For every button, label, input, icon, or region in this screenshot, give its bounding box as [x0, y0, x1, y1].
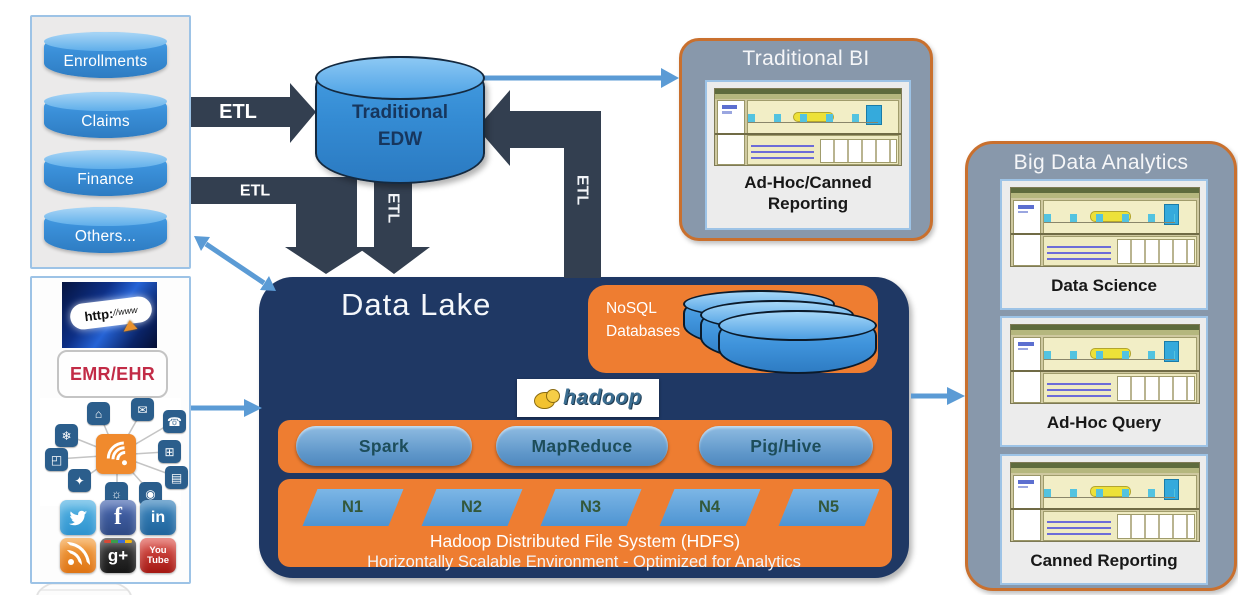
bi-card-label: Ad-Hoc/Canned Reporting: [744, 173, 872, 214]
nosql-databases-box: NoSQL Databases: [588, 285, 878, 374]
etl-arrow-sources-to-lake: [186, 177, 368, 274]
hdfs-label: Hadoop Distributed File System (HDFS): [429, 531, 741, 551]
youtube-glyph-line1: You: [149, 545, 167, 556]
linkedin-icon: in: [140, 500, 176, 535]
analytics-card-canned-reporting: Canned Reporting: [1000, 454, 1208, 585]
google-plus-icon: g+: [100, 538, 136, 573]
device-snowflake-icon: ▤: [165, 466, 188, 489]
data-lake-box: Data Lake NoSQL Databases hadoop Spark M…: [259, 277, 909, 578]
youtube-glyph-line2: Tube: [147, 554, 169, 566]
analytics-screenshot: [1010, 324, 1200, 404]
iot-hub: [95, 434, 148, 483]
emr-ehr-label: EMR/EHR: [69, 363, 156, 384]
analytics-card-data-science: Data Science: [1000, 179, 1208, 310]
new-data-sources-panel: http://www EMR/EHR ⌂ ✉ ☎ ❄ ⊞ ◰ ▤ ✦ ☼: [30, 276, 191, 584]
etl-arrow-edw-to-lake: [357, 168, 430, 274]
device-fridge-icon: ◰: [45, 448, 68, 471]
etl-arrow-sources-to-edw: [186, 83, 316, 143]
hadoop-logo: hadoop: [517, 379, 659, 417]
db-label: Enrollments: [63, 53, 148, 70]
traditional-bi-title: Traditional BI: [742, 47, 870, 70]
bi-screenshot: [714, 88, 902, 166]
tool-label: Pig/Hive: [750, 435, 822, 456]
web-source-image: http://www: [62, 282, 157, 348]
etl-label-2: ETL: [240, 183, 270, 200]
tool-pill-pig-hive: Pig/Hive: [699, 426, 873, 466]
db-label: Claims: [81, 113, 130, 130]
etl-label-3: ETL: [385, 193, 402, 223]
nosql-disk-front: [718, 310, 877, 374]
arrow-edw-to-bi: [478, 68, 679, 88]
rss-icon: [60, 538, 96, 573]
iot-devices-image: ⌂ ✉ ☎ ❄ ⊞ ◰ ▤ ✦ ☼ ◉: [40, 398, 188, 506]
analytics-card-label: Ad-Hoc Query: [1046, 413, 1162, 432]
device-appliance-icon: ❄: [55, 424, 78, 447]
hdfs-bar: N1 N2 N3 N4 N5 Hadoop Distributed File S…: [278, 479, 892, 567]
device-cart-icon: ✉: [131, 398, 154, 421]
db-cylinder-finance: Finance: [44, 150, 167, 196]
http-label: http:: [83, 305, 115, 324]
nosql-label: NoSQL Databases: [606, 300, 681, 341]
device-truck-icon: ◉: [139, 482, 162, 505]
data-lake-title: Data Lake: [341, 287, 492, 322]
db-label: Finance: [77, 171, 134, 188]
twitter-bird-icon: [68, 510, 88, 525]
db-cylinder-enrollments: Enrollments: [44, 32, 167, 78]
hadoop-logo-text: hadoop: [563, 386, 642, 409]
analytics-card-label: Data Science: [1051, 276, 1157, 295]
linkedin-glyph: in: [150, 508, 166, 526]
processing-tools-bar: Spark MapReduce Pig/Hive: [278, 420, 892, 473]
analytics-card-adhoc-query: Ad-Hoc Query: [1000, 316, 1208, 447]
google-plus-glyph: g+: [107, 545, 129, 565]
big-data-analytics-title: Big Data Analytics: [1013, 151, 1189, 174]
hadoop-elephant-icon: [534, 388, 561, 409]
arrow-sources-lake-bidirectional: [194, 236, 276, 291]
tool-pill-spark: Spark: [296, 426, 472, 466]
tool-label: MapReduce: [531, 435, 633, 456]
db-cylinder-claims: Claims: [44, 92, 167, 138]
etl-label-1: ETL: [219, 101, 257, 123]
arrow-streams-to-lake: [191, 399, 262, 417]
db-label: Others...: [74, 228, 137, 245]
etl-arrow-lake-to-edw: [477, 90, 601, 278]
tool-pill-mapreduce: MapReduce: [496, 426, 668, 466]
facebook-glyph: f: [114, 504, 122, 530]
data-lake-footer: Horizontally Scalable Environment - Opti…: [367, 553, 801, 571]
youtube-icon: You Tube: [140, 538, 176, 573]
device-monitor-icon: ⊞: [158, 440, 181, 463]
structured-sources-panel: Enrollments Claims Finance Others...: [30, 15, 191, 269]
arrow-lake-to-analytics: [911, 387, 965, 405]
device-car-icon: ⌂: [87, 402, 110, 425]
device-camera-icon: ☎: [163, 410, 186, 433]
www-label: //www: [112, 304, 139, 318]
http-pill: http://www: [68, 295, 154, 331]
device-lock-icon: ✦: [68, 469, 91, 492]
db-cylinder-others: Others...: [44, 207, 167, 253]
analytics-card-label: Canned Reporting: [1030, 551, 1178, 570]
analytics-screenshot: [1010, 462, 1200, 542]
facebook-icon: f: [100, 500, 136, 535]
analytics-screenshot: [1010, 187, 1200, 267]
etl-label-4: ETL: [574, 175, 591, 205]
big-data-analytics-box: Big Data Analytics Data Science Ad-Hoc Q…: [965, 141, 1237, 591]
emr-ehr-badge: EMR/EHR: [57, 350, 168, 398]
device-tv-icon: ☼: [105, 482, 128, 505]
wifi-icon: [95, 434, 148, 483]
bi-reporting-card: Ad-Hoc/Canned Reporting: [705, 80, 911, 230]
traditional-bi-box: Traditional BI Ad-Hoc/Canned Reporting: [679, 38, 933, 241]
twitter-icon: [60, 500, 96, 535]
tool-label: Spark: [358, 435, 410, 456]
